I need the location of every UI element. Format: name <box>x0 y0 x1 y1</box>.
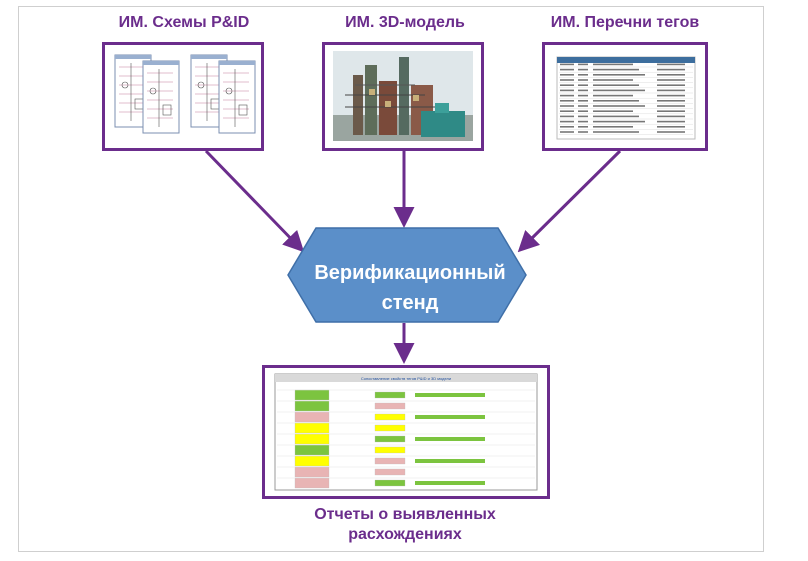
arrow-pid-to-stand <box>204 149 305 253</box>
tag-lists-box <box>542 42 708 151</box>
report-title: Сопоставление свойств тегов P&ID и 3D мо… <box>361 376 451 381</box>
pid-diagrams-box <box>102 42 264 151</box>
verification-stand-hexagon <box>287 227 527 323</box>
pid-label: ИМ. Схемы P&ID <box>118 14 250 31</box>
model-label: ИМ. 3D-модель <box>345 14 465 31</box>
plant-3d-image <box>333 51 473 141</box>
tags-label: ИМ. Перечни тегов <box>550 14 700 31</box>
report-label: Отчеты о выявленных расхождениях <box>314 506 496 543</box>
report-thumbnail: Сопоставление свойств тегов P&ID и 3D мо… <box>274 373 538 491</box>
model-3d-box <box>322 42 484 151</box>
verification-stand-label: Верификационный стенд <box>314 262 506 314</box>
report-box: Сопоставление свойств тегов P&ID и 3D мо… <box>262 365 550 499</box>
slide-frame <box>18 6 764 552</box>
arrow-tags-to-stand <box>517 149 622 253</box>
tag-list-thumbnail <box>556 56 696 140</box>
pid-diagrams-thumbnail <box>114 54 256 134</box>
